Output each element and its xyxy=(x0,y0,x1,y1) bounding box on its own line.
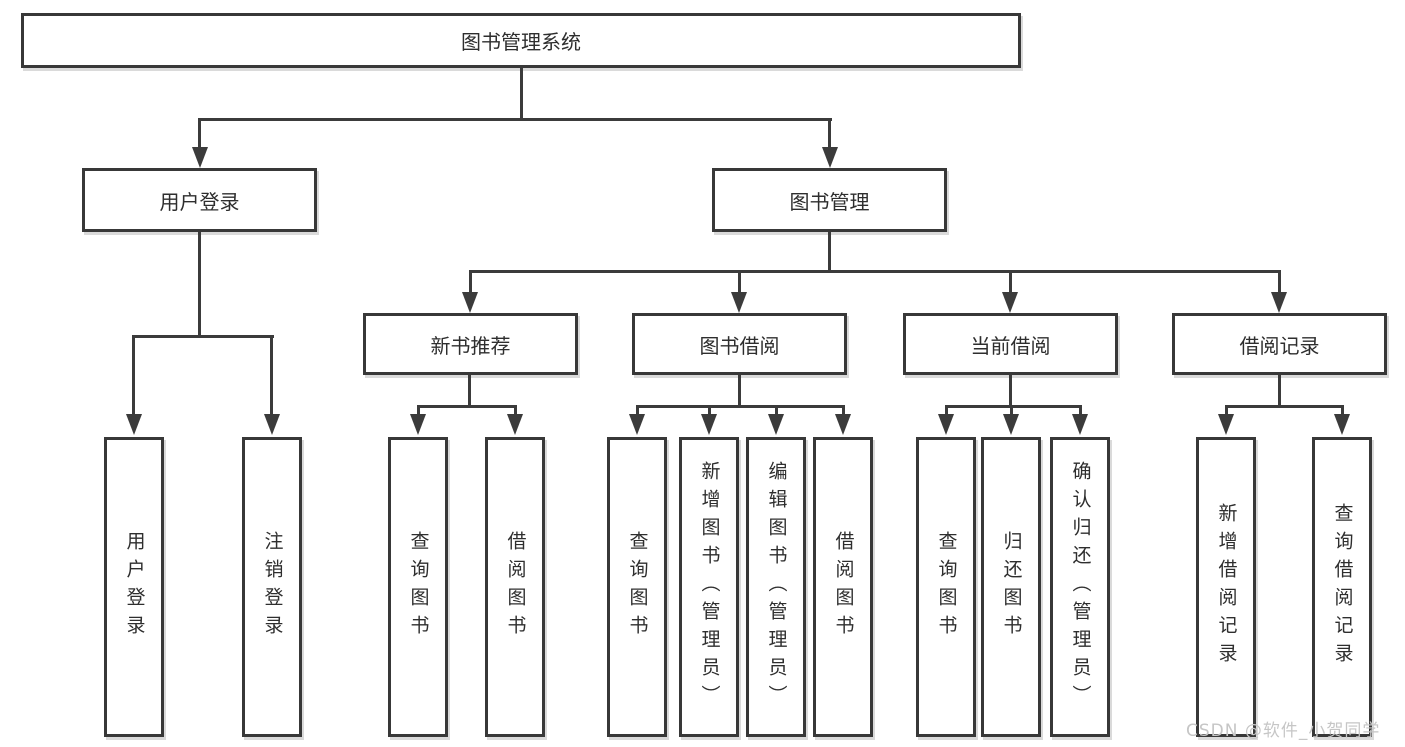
leaf-label: 新增借阅记录 xyxy=(1215,503,1238,671)
arrow-down-icon xyxy=(264,414,280,435)
arrow-down-icon xyxy=(938,414,954,435)
connector-line xyxy=(1079,405,1082,417)
leaf-label: 归还图书 xyxy=(1000,531,1023,643)
connector-line xyxy=(1278,270,1281,294)
leaf-label: 新增图书（管理员） xyxy=(698,461,721,713)
connector-line xyxy=(270,335,273,417)
connector-line xyxy=(198,118,201,150)
connector-line xyxy=(828,232,831,272)
node-label: 图书管理 xyxy=(789,189,870,214)
node-label: 图书借阅 xyxy=(699,333,780,358)
arrow-down-icon xyxy=(822,147,838,168)
connector-line xyxy=(945,405,1082,408)
arrow-down-icon xyxy=(1003,414,1019,435)
node-book-borrow: 图书借阅 xyxy=(632,313,847,375)
connector-line xyxy=(520,68,523,118)
connector-line xyxy=(636,405,844,408)
arrow-down-icon xyxy=(1002,292,1018,313)
leaf-borrow-books-recommend: 借阅图书 xyxy=(485,437,545,737)
arrow-down-icon xyxy=(701,414,717,435)
leaf-query-books-current: 查询图书 xyxy=(916,437,976,737)
watermark: CSDN @软件_小贺同学 xyxy=(1186,721,1381,741)
connector-line xyxy=(842,405,845,417)
leaf-label: 借阅图书 xyxy=(504,531,527,643)
leaf-label: 查询图书 xyxy=(935,531,958,643)
connector-line xyxy=(1341,405,1344,417)
leaf-user-login: 用户登录 xyxy=(104,437,164,737)
leaf-label: 借阅图书 xyxy=(832,531,855,643)
arrow-down-icon xyxy=(1271,292,1287,313)
node-label: 新书推荐 xyxy=(430,333,511,358)
node-book-management: 图书管理 xyxy=(712,168,947,232)
leaf-label: 编辑图书（管理员） xyxy=(765,461,788,713)
leaf-label: 查询图书 xyxy=(407,531,430,643)
leaf-label: 用户登录 xyxy=(123,531,146,643)
connector-line xyxy=(417,405,517,408)
arrow-down-icon xyxy=(462,292,478,313)
node-label: 用户登录 xyxy=(159,189,240,214)
connector-line xyxy=(132,335,135,417)
connector-line xyxy=(708,405,711,417)
arrow-down-icon xyxy=(126,414,142,435)
arrow-down-icon xyxy=(192,147,208,168)
connector-line xyxy=(468,375,471,407)
connector-line xyxy=(1010,405,1013,417)
leaf-query-borrow-record: 查询借阅记录 xyxy=(1312,437,1372,737)
node-borrow-records: 借阅记录 xyxy=(1172,313,1387,375)
leaf-label: 注销登录 xyxy=(261,531,284,643)
arrow-down-icon xyxy=(731,292,747,313)
connector-line xyxy=(469,270,472,294)
connector-line xyxy=(636,405,639,417)
arrow-down-icon xyxy=(410,414,426,435)
leaf-add-borrow-record: 新增借阅记录 xyxy=(1196,437,1256,737)
connector-line xyxy=(945,405,948,417)
node-label: 当前借阅 xyxy=(970,333,1051,358)
arrow-down-icon xyxy=(1334,414,1350,435)
connector-line xyxy=(1009,270,1012,294)
node-label: 借阅记录 xyxy=(1239,333,1320,358)
leaf-logout: 注销登录 xyxy=(242,437,302,737)
connector-line xyxy=(417,405,420,417)
arrow-down-icon xyxy=(768,414,784,435)
leaf-query-books-recommend: 查询图书 xyxy=(388,437,448,737)
connector-line xyxy=(1225,405,1228,417)
node-current-borrow: 当前借阅 xyxy=(903,313,1118,375)
connector-line xyxy=(775,405,778,417)
node-user-login: 用户登录 xyxy=(82,168,317,232)
leaf-return-books: 归还图书 xyxy=(981,437,1041,737)
leaf-label: 查询借阅记录 xyxy=(1331,503,1354,671)
leaf-borrow-books: 借阅图书 xyxy=(813,437,873,737)
leaf-add-books-admin: 新增图书（管理员） xyxy=(679,437,739,737)
connector-line xyxy=(198,232,201,335)
connector-line xyxy=(738,270,741,294)
node-new-book-recommend: 新书推荐 xyxy=(363,313,578,375)
arrow-down-icon xyxy=(1218,414,1234,435)
connector-line xyxy=(1278,375,1281,407)
leaf-label: 查询图书 xyxy=(626,531,649,643)
node-label: 图书管理系统 xyxy=(461,30,581,54)
arrow-down-icon xyxy=(629,414,645,435)
connector-line xyxy=(514,405,517,417)
node-library-system: 图书管理系统 xyxy=(21,13,1021,68)
arrow-down-icon xyxy=(507,414,523,435)
connector-line xyxy=(469,270,1281,273)
connector-line xyxy=(132,335,274,338)
connector-line xyxy=(1009,375,1012,407)
connector-line xyxy=(738,375,741,407)
arrow-down-icon xyxy=(1072,414,1088,435)
connector-line xyxy=(198,118,832,121)
connector-line xyxy=(1225,405,1343,408)
connector-line xyxy=(828,118,831,150)
leaf-label: 确认归还（管理员） xyxy=(1069,461,1092,713)
leaf-confirm-return-admin: 确认归还（管理员） xyxy=(1050,437,1110,737)
arrow-down-icon xyxy=(835,414,851,435)
leaf-query-books-borrow: 查询图书 xyxy=(607,437,667,737)
leaf-edit-books-admin: 编辑图书（管理员） xyxy=(746,437,806,737)
